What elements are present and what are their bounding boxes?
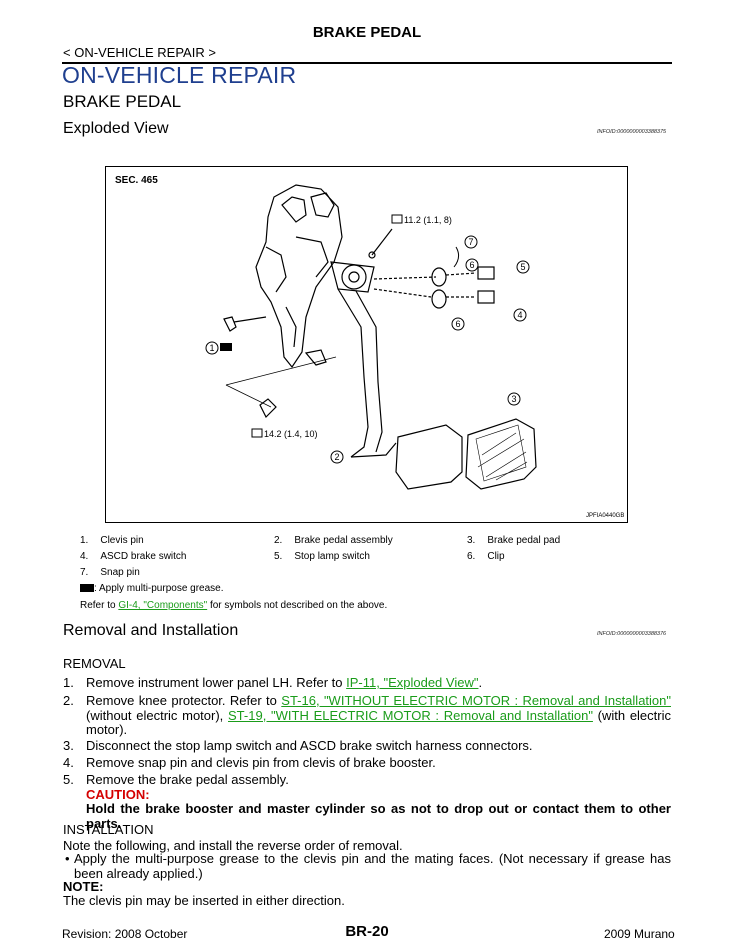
callout-4: [513, 308, 527, 322]
removal-heading: REMOVAL: [63, 656, 126, 671]
note-label: NOTE:: [63, 879, 104, 894]
legend-item-2: 2. Brake pedal assembly: [274, 535, 393, 546]
removal-step-4: 4. Remove snap pin and clevis pin from c…: [63, 755, 436, 770]
st19-link[interactable]: ST-19, "WITH ELECTRIC MOTOR : Removal an…: [228, 707, 593, 723]
exploded-view-infoid: INFOID:0000000003388375: [597, 129, 667, 135]
note-text: The clevis pin may be inserted in either…: [63, 893, 345, 908]
removal-step-1: 1. Remove instrument lower panel LH. Ref…: [63, 675, 483, 690]
legend-item-1: 1. Clevis pin: [80, 535, 144, 546]
gi4-components-link[interactable]: GI-4, "Components": [118, 600, 208, 611]
callouts: [205, 235, 530, 464]
subsection-heading: BRAKE PEDAL: [63, 92, 182, 111]
legend-item-4: 4. ASCD brake switch: [80, 551, 187, 562]
figure-id: JPFIA0440GB: [586, 513, 624, 519]
ip11-exploded-view-link[interactable]: IP-11, "Exploded View": [346, 675, 479, 690]
callout-6a-label: 6: [469, 260, 474, 270]
callout-3: [507, 392, 521, 406]
callout-2: [330, 450, 344, 464]
grease-icon: [80, 584, 94, 593]
legend-item-6: 6. Clip: [467, 551, 505, 562]
grease-icon: [220, 343, 232, 351]
callout-5-label: 5: [520, 262, 525, 272]
st16-link[interactable]: ST-16, "WITHOUT ELECTRIC MOTOR : Removal…: [281, 693, 671, 708]
torque-value-1: 11.2 (1.1, 8): [404, 215, 452, 225]
caution-label: CAUTION:: [86, 786, 150, 802]
header-rule: [62, 62, 672, 64]
removal-installation-infoid: INFOID:0000000003388376: [597, 631, 667, 637]
refer-note: Refer to GI-4, "Components" for symbols …: [80, 600, 388, 611]
legend-item-5: 5. Stop lamp switch: [274, 551, 370, 562]
caution-text: Hold the brake booster and master cylind…: [86, 801, 671, 831]
torque-icon-2: [251, 428, 263, 438]
torque-value-2: 14.2 (1.4, 10): [264, 429, 318, 439]
callout-5: [516, 260, 530, 274]
installation-heading: INSTALLATION: [63, 822, 154, 837]
breadcrumb: < ON-VEHICLE REPAIR >: [63, 45, 216, 60]
exploded-view-figure: SEC. 465: [105, 166, 628, 523]
torque-labels: 11.2 (1.1, 8) 14.2 (1.4, 10): [251, 214, 452, 439]
callout-2-label: 2: [334, 452, 339, 462]
callout-1-label: 1: [209, 343, 214, 353]
removal-installation-title: Removal and Installation: [63, 622, 239, 639]
section-heading: ON-VEHICLE REPAIR: [62, 62, 297, 88]
torque-icon-1: [391, 214, 403, 224]
callout-6b-label: 6: [455, 319, 460, 329]
footer-revision: Revision: 2008 October: [62, 927, 188, 941]
installation-bullet: • Apply the multi-purpose grease to the …: [65, 851, 671, 881]
callout-1: [205, 341, 219, 355]
callout-3-label: 3: [511, 394, 516, 404]
callout-7-label: 7: [468, 237, 473, 247]
document-header-title: BRAKE PEDAL: [312, 24, 422, 41]
legend-item-7: 7. Snap pin: [80, 567, 140, 578]
callout-6b: [451, 317, 465, 331]
installation-note: Note the following, and install the reve…: [63, 838, 403, 853]
exploded-view-title: Exploded View: [63, 120, 169, 137]
removal-step-5: 5. Remove the brake pedal assembly. CAUT…: [63, 772, 671, 831]
footer-page-id: BR-20: [345, 923, 389, 940]
callout-7: [464, 235, 478, 249]
footer-model: 2009 Murano: [604, 927, 675, 941]
brake-pedal-diagram: SEC. 465: [115, 175, 624, 519]
removal-step-3: 3. Disconnect the stop lamp switch and A…: [63, 738, 533, 753]
legend-item-3: 3. Brake pedal pad: [467, 535, 561, 546]
callout-6a: [465, 258, 479, 272]
callout-4-label: 4: [517, 310, 522, 320]
removal-step-2: 2. Remove knee protector. Refer to ST-16…: [63, 693, 671, 737]
grease-note: : Apply multi-purpose grease.: [80, 583, 224, 594]
section-label: SEC. 465: [115, 175, 158, 186]
bracket-drawing: [223, 184, 537, 490]
